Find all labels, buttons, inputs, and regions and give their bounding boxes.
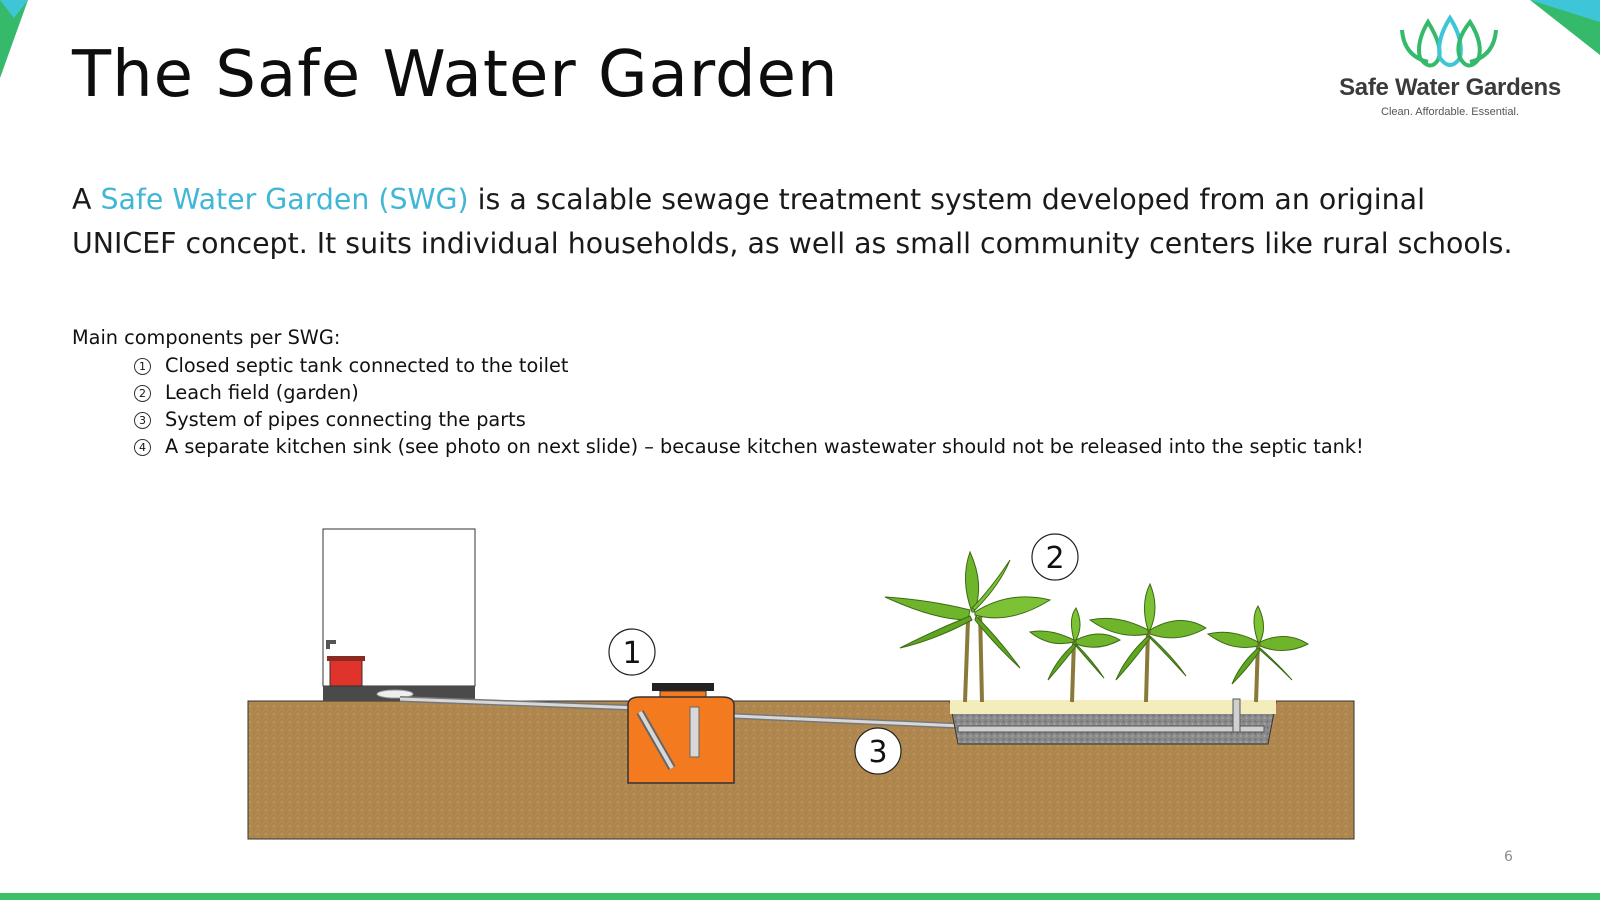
toilet-house xyxy=(322,528,476,701)
list-item-text: System of pipes connecting the parts xyxy=(165,408,526,431)
water-tap-icon xyxy=(326,640,336,649)
septic-tank xyxy=(627,683,735,784)
logo-tagline: Clean. Affordable. Essential. xyxy=(1381,106,1519,118)
banana-plants xyxy=(884,550,1310,703)
corner-decoration-left xyxy=(0,0,28,78)
callout-tank-label: 1 xyxy=(622,636,641,671)
list-item-text: Closed septic tank connected to the toil… xyxy=(165,354,569,377)
callout-garden-label: 2 xyxy=(1045,541,1064,576)
pipe-system xyxy=(399,696,963,729)
intro-rest: is a scalable sewage treatment system de… xyxy=(72,183,1513,260)
callout-pipes-label: 3 xyxy=(868,735,887,770)
corner-decoration-right xyxy=(1530,0,1600,55)
bottom-accent-bar xyxy=(0,893,1600,900)
banana-plant xyxy=(1206,605,1310,703)
intro-prefix: A xyxy=(72,183,101,216)
list-marker: 3 xyxy=(134,412,151,429)
callout-garden: 2 xyxy=(1031,533,1079,581)
list-item: 1 Closed septic tank connected to the toi… xyxy=(134,352,1364,379)
logo-brand-name: Safe Water Gardens xyxy=(1339,74,1561,101)
water-drops-logo-icon xyxy=(1400,14,1498,68)
list-marker: 4 xyxy=(134,439,151,456)
page-title: The Safe Water Garden xyxy=(72,38,839,112)
list-item: 4 A separate kitchen sink (see photo on n… xyxy=(134,433,1364,460)
list-marker: 1 xyxy=(134,358,151,375)
swg-highlight: Safe Water Garden (SWG) xyxy=(100,183,469,216)
banana-plant xyxy=(1028,607,1122,703)
list-marker: 2 xyxy=(134,385,151,402)
banana-plant xyxy=(884,550,1052,703)
intro-paragraph: A Safe Water Garden (SWG) is a scalable … xyxy=(72,178,1532,266)
list-item: 3 System of pipes connecting the parts xyxy=(134,406,1364,433)
components-list: 1 Closed septic tank connected to the toi… xyxy=(134,352,1364,460)
list-item-text: Leach field (garden) xyxy=(165,381,359,404)
leach-field xyxy=(949,698,1277,745)
callout-pipes: 3 xyxy=(854,727,902,775)
toilet-pan xyxy=(376,689,414,699)
water-bucket xyxy=(329,659,363,687)
banana-plant xyxy=(1088,582,1207,703)
list-item: 2 Leach field (garden) xyxy=(134,379,1364,406)
components-heading: Main components per SWG: xyxy=(72,326,341,349)
callout-tank: 1 xyxy=(608,628,656,676)
list-item-text: A separate kitchen sink (see photo on ne… xyxy=(165,435,1364,458)
logo: Safe Water Gardens Clean. Affordable. Es… xyxy=(1320,14,1570,124)
page-number: 6 xyxy=(1504,849,1513,865)
